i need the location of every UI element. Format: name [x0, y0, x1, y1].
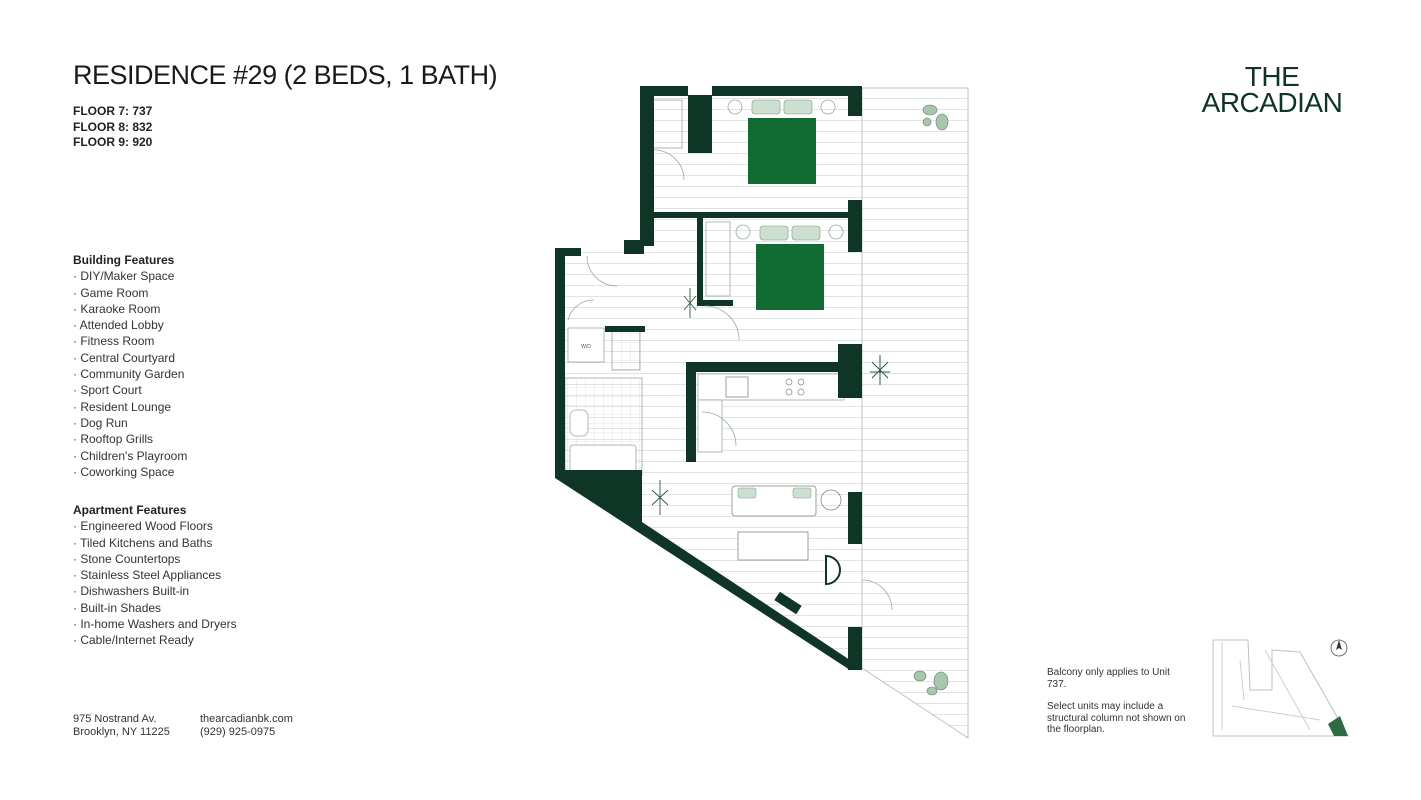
list-item: Tiled Kitchens and Baths	[73, 535, 237, 551]
plant-icon	[651, 480, 669, 515]
list-item: Game Room	[73, 285, 187, 301]
list-item: Fitness Room	[73, 333, 187, 349]
apartment-features-heading: Apartment Features	[73, 503, 187, 517]
list-item: Stone Countertops	[73, 551, 237, 567]
closet	[705, 221, 731, 297]
bathtub	[569, 444, 637, 474]
list-item: Attended Lobby	[73, 317, 187, 333]
building-features: Building Features DIY/Maker Space Game R…	[73, 252, 187, 480]
address-line: Brooklyn, NY 11225	[73, 726, 170, 738]
list-item: DIY/Maker Space	[73, 268, 187, 284]
living-furniture	[731, 485, 842, 586]
list-item: Dishwashers Built-in	[73, 583, 237, 599]
list-item: Resident Lounge	[73, 399, 187, 415]
list-item: Karaoke Room	[73, 301, 187, 317]
contact-block: thearcadianbk.com (929) 925-0975	[200, 713, 293, 739]
floor-list: FLOOR 7: 737 FLOOR 8: 832 FLOOR 9: 920	[73, 104, 152, 151]
page-title: RESIDENCE #29 (2 BEDS, 1 BATH)	[73, 60, 498, 90]
website-link[interactable]: thearcadianbk.com	[200, 713, 293, 725]
floor-line: FLOOR 9: 920	[73, 135, 153, 149]
floor-line: FLOOR 8: 832	[73, 119, 153, 134]
bed	[735, 224, 844, 310]
phone-number: (929) 925-0975	[200, 726, 276, 738]
logo-line: THE	[1244, 61, 1300, 92]
plant-icon	[922, 104, 949, 131]
list-item: Children's Playroom	[73, 448, 187, 464]
address-line: 975 Nostrand Av.	[73, 713, 157, 725]
building-features-heading: Building Features	[73, 253, 175, 267]
list-item: In-home Washers and Dryers	[73, 616, 236, 632]
door-swing	[567, 149, 893, 611]
notes-block: Balcony only applies to Unit 737. Select…	[1047, 667, 1187, 747]
list-item: Stainless Steel Appliances	[73, 567, 237, 583]
list-item: Cable/Internet Ready	[73, 632, 237, 648]
list-item: Engineered Wood Floors	[73, 518, 237, 534]
washer-dryer-label: W/D	[581, 344, 591, 350]
plant-icon	[870, 355, 890, 385]
toilet	[569, 409, 589, 437]
washer-dryer	[567, 327, 605, 363]
plant-icon	[913, 670, 949, 696]
list-item: Built-in Shades	[73, 600, 237, 616]
apartment-features: Apartment Features Engineered Wood Floor…	[73, 502, 237, 649]
list-item: Sport Court	[73, 382, 187, 398]
arcadian-logo: THE ARCADIAN	[1196, 61, 1348, 118]
plant-icon	[683, 288, 697, 318]
linen-closet	[611, 329, 641, 371]
balcony	[861, 87, 969, 739]
logo-line: ARCADIAN	[1201, 87, 1343, 118]
compass-icon	[1330, 639, 1348, 657]
exterior-walls	[555, 86, 862, 670]
site-map	[1212, 639, 1349, 737]
address-block: 975 Nostrand Av. Brooklyn, NY 11225	[73, 713, 170, 739]
bed	[727, 99, 836, 184]
list-item: Community Garden	[73, 366, 187, 382]
list-item: Rooftop Grills	[73, 431, 187, 447]
floor-line: FLOOR 7: 737	[73, 104, 153, 118]
list-item: Central Courtyard	[73, 350, 187, 366]
column-note: Select units may include a structural co…	[1047, 701, 1186, 735]
list-item: Coworking Space	[73, 464, 187, 480]
kitchen	[697, 373, 845, 453]
balcony-note: Balcony only applies to Unit 737.	[1047, 667, 1170, 690]
list-item: Dog Run	[73, 415, 187, 431]
